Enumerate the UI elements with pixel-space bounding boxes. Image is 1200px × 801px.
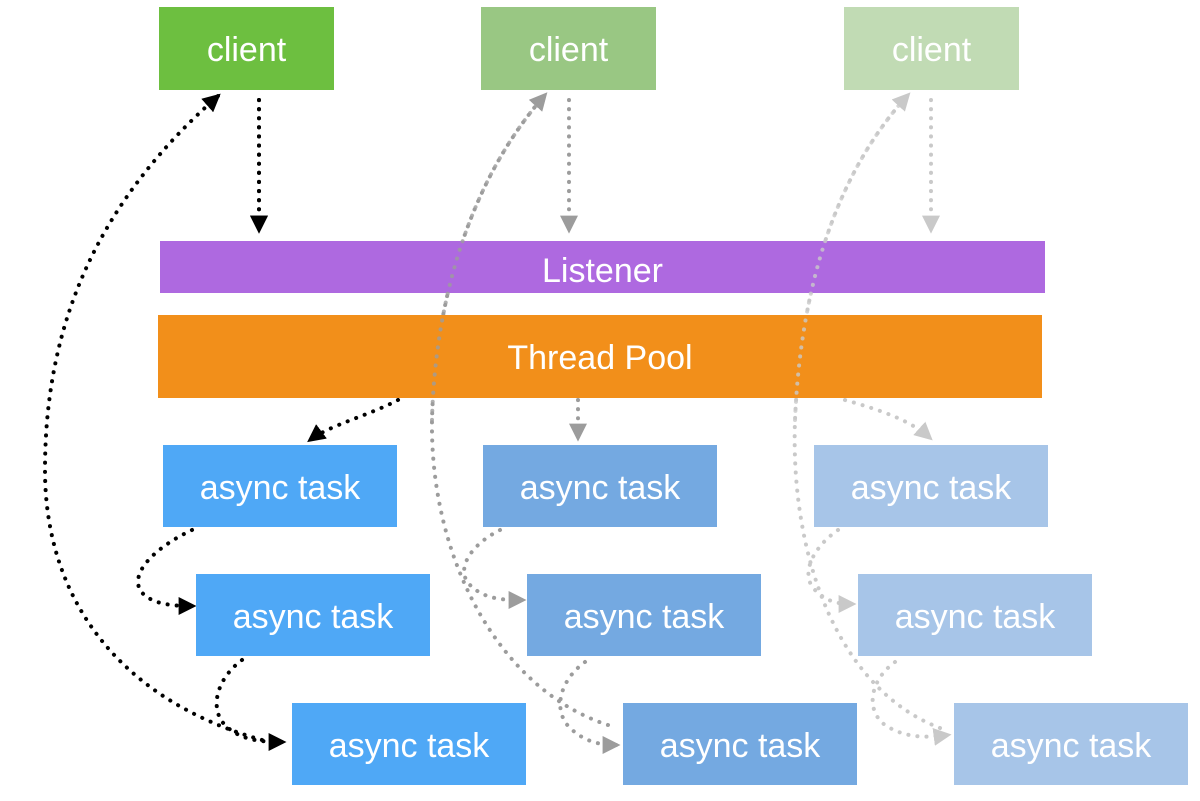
column-2-tasks: async task async task async task: [483, 445, 857, 785]
listener-label: Listener: [542, 252, 663, 290]
async-task-box: async task: [814, 445, 1048, 527]
async-task-label: async task: [851, 469, 1013, 507]
async-task-box: async task: [623, 703, 857, 785]
async-task-label: async task: [520, 469, 682, 507]
async-task-label: async task: [660, 727, 822, 765]
listener-bar: Listener: [160, 241, 1045, 293]
async-task-label: async task: [991, 727, 1153, 765]
column-2-overlay: [430, 93, 547, 422]
async-task-box: async task: [292, 703, 526, 785]
client-label: client: [529, 31, 609, 69]
arrow-task-2-2-to-task-2-3: [558, 660, 621, 754]
async-task-label: async task: [200, 469, 362, 507]
arrow-task-2-3-to-client-2-overlay: [430, 93, 547, 422]
async-task-label: async task: [329, 727, 491, 765]
async-task-label: async task: [564, 598, 726, 636]
arrow-task-3-3-to-client-3-overlay: [793, 93, 910, 422]
async-task-label: async task: [895, 598, 1057, 636]
client-label: client: [207, 31, 287, 69]
async-task-box: async task: [483, 445, 717, 527]
column-1-tasks: async task async task async task: [163, 445, 526, 785]
arrow-task-3-3-to-client-3: [792, 92, 942, 730]
async-task-box: async task: [954, 703, 1188, 785]
arrow-pool-to-task-1-1: [307, 398, 400, 443]
client-box-3: client: [844, 7, 1019, 90]
thread-pool-bar: Thread Pool: [158, 315, 1042, 398]
column-3-overlay: [793, 93, 910, 422]
async-task-box: async task: [163, 445, 397, 527]
async-task-box: async task: [196, 574, 430, 656]
arrow-pool-to-task-3-1: [843, 398, 933, 441]
arrow-task-3-2-to-task-3-3: [870, 660, 952, 746]
client-box-2: client: [481, 7, 656, 90]
arrow-task-2-1-to-task-2-2: [462, 528, 527, 609]
arrow-task-3-1-to-task-3-2: [806, 528, 857, 613]
async-task-box: async task: [858, 574, 1092, 656]
async-task-box: async task: [527, 574, 761, 656]
column-3-arrows: [792, 92, 952, 746]
arrow-task-1-3-to-client-1: [42, 93, 264, 742]
async-task-label: async task: [233, 598, 395, 636]
column-3-tasks: async task async task async task: [814, 445, 1188, 785]
client-label: client: [892, 31, 972, 69]
thread-pool-label: Thread Pool: [507, 339, 692, 377]
arrow-task-1-1-to-task-1-2: [136, 528, 197, 615]
client-box-1: client: [159, 7, 334, 90]
